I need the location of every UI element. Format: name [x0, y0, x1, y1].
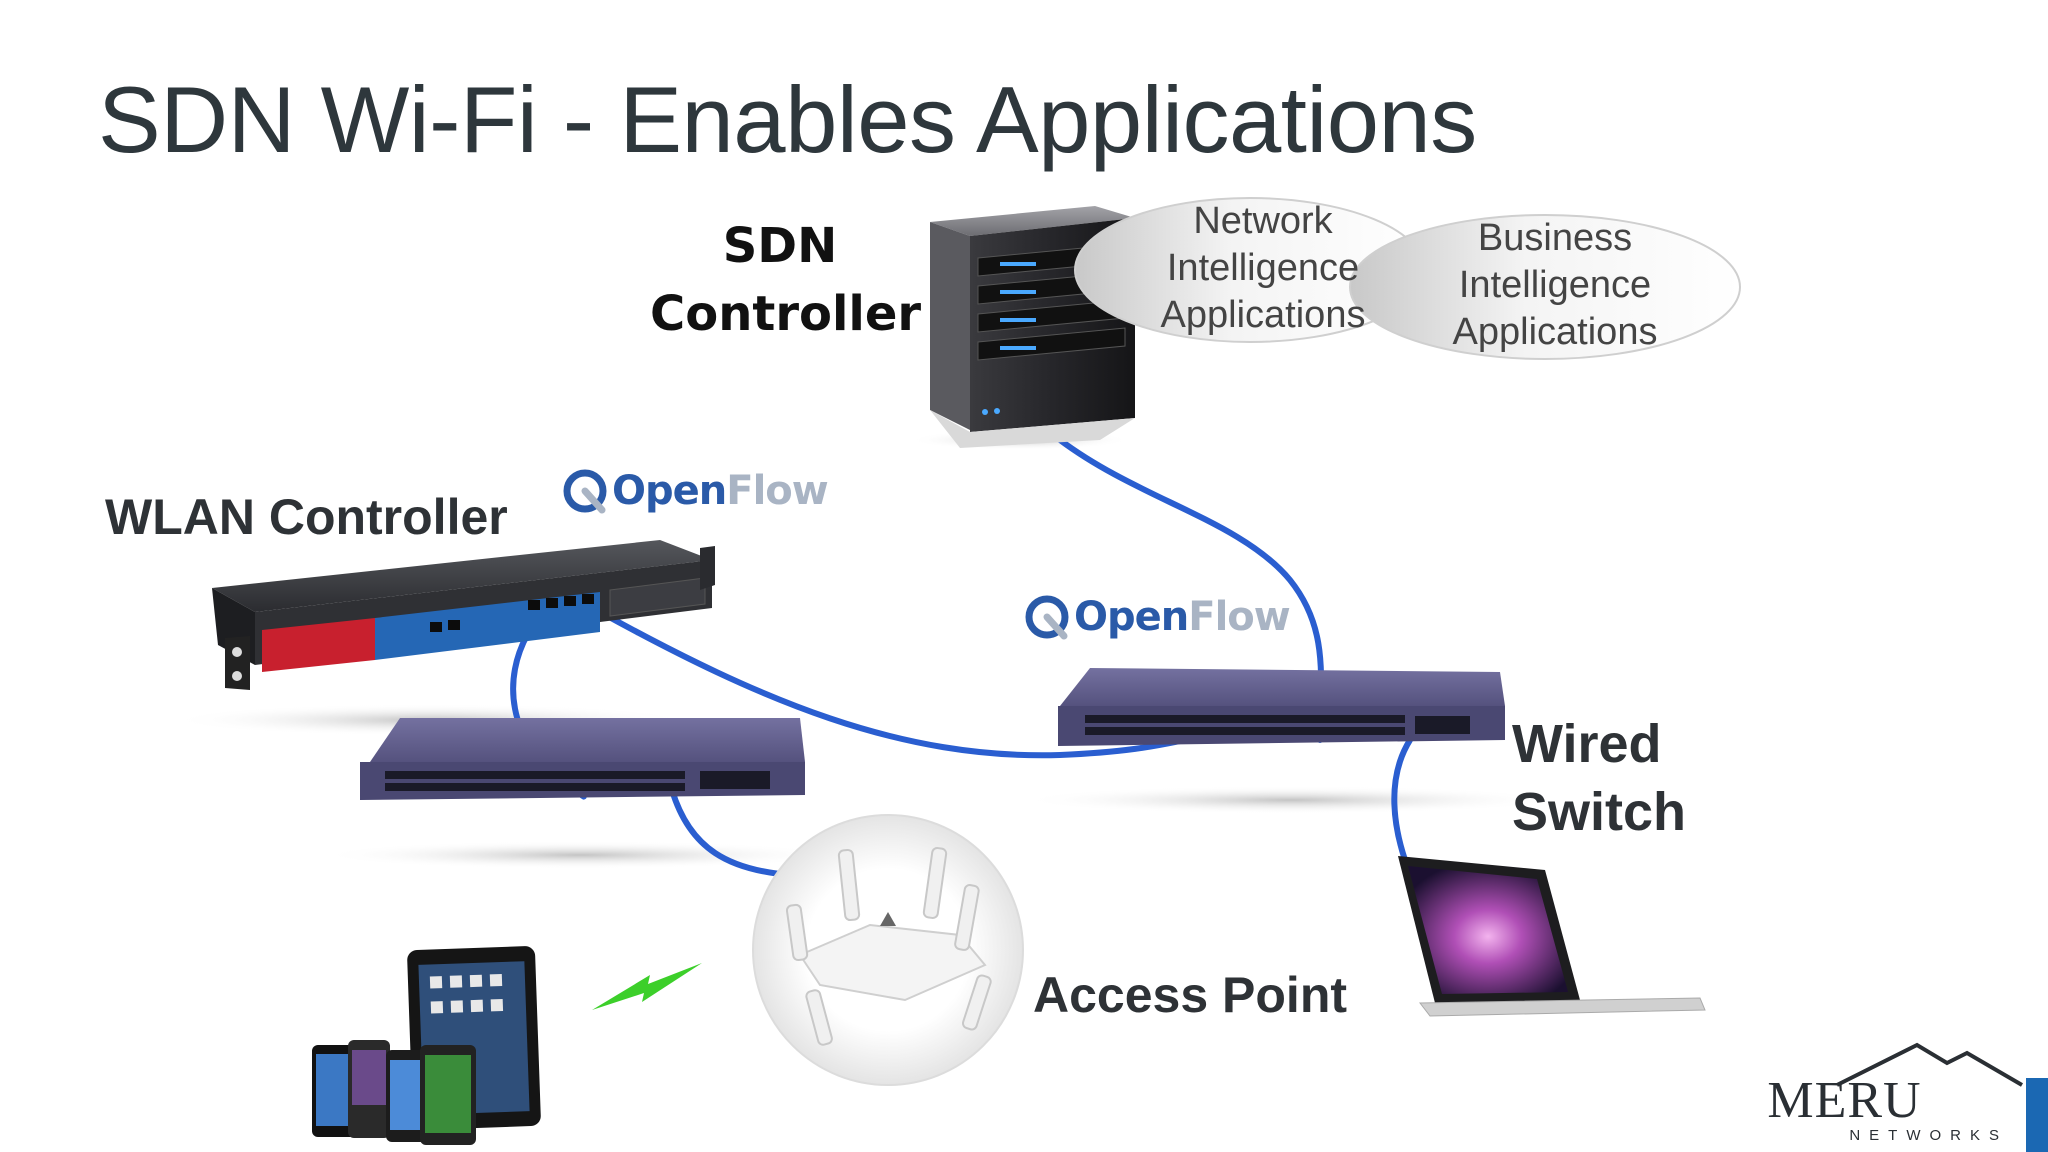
shadow-switch-right — [1020, 786, 1560, 814]
sdn-label-line2: Controller — [650, 286, 922, 342]
openflow-logo-middle: OpenFlow — [1024, 594, 1291, 640]
laptop-icon — [1398, 856, 1706, 1017]
rack-controller-icon — [212, 540, 715, 690]
network-switch-icon-right — [1058, 668, 1505, 746]
lightning-signal-icon — [592, 963, 702, 1010]
access-point-label: Access Point — [1033, 967, 1348, 1023]
wired-switch-line2: Switch — [1512, 782, 1687, 842]
bubble-network-line1: Network — [1193, 200, 1333, 242]
bubble-business-line2: Intelligence — [1458, 264, 1652, 306]
business-intelligence-text: Business Intelligence Applications — [1410, 215, 1700, 356]
openflow-wordmark: OpenFlow — [612, 468, 829, 514]
cable-switch-laptop — [1391, 737, 1413, 863]
openflow-logo-top: OpenFlow — [562, 468, 829, 514]
bubble-business — [1349, 214, 1741, 360]
slide-title: SDN Wi-Fi - Enables Applications — [98, 67, 1477, 172]
sdn-controller-label: SDN Controller — [650, 212, 922, 348]
sdn-label-line1: SDN — [722, 218, 838, 274]
network-switch-icon-left — [360, 718, 805, 800]
bubble-business-line3: Applications — [1452, 311, 1658, 353]
wlan-controller-label: WLAN Controller — [105, 489, 508, 545]
slide-edge-accent — [2026, 1078, 2048, 1152]
mountain-logo-icon — [1836, 1042, 2024, 1087]
mobile-devices-icon — [312, 946, 541, 1145]
wired-switch-label: Wired Switch — [1512, 710, 1686, 846]
shadow-switch-left — [320, 841, 840, 869]
network-intelligence-text: Network Intelligence Applications — [1118, 198, 1408, 339]
bubble-network-line3: Applications — [1160, 294, 1366, 336]
meru-logo-sub: NETWORKS — [1849, 1127, 2008, 1144]
wifi-access-point-icon — [752, 814, 1024, 1086]
openflow-icon — [1025, 595, 1069, 640]
bubble-business-line1: Business — [1477, 217, 1633, 259]
meru-networks-logo: MERU NETWORKS — [1767, 1042, 2024, 1144]
openflow-icon — [563, 469, 607, 514]
bubble-network-line2: Intelligence — [1166, 247, 1360, 289]
cable-wlan-switch — [597, 609, 1188, 759]
openflow-wordmark: OpenFlow — [1074, 594, 1291, 640]
wired-switch-line1: Wired — [1512, 714, 1662, 774]
